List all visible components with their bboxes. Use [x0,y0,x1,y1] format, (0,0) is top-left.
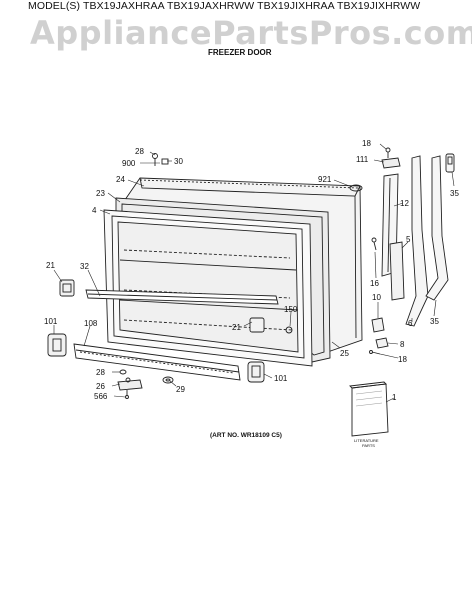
shelf-end-cap-left [59,279,75,297]
hinge-cap [381,157,401,169]
callout-25: 25 [340,349,349,358]
plug-top [161,158,169,165]
callout-35-lower: 35 [430,317,439,326]
literature-parts [349,381,389,437]
lower-shelf-bar [73,343,241,381]
literature-label-line2: PARTS [362,443,375,448]
callout-23: 23 [96,189,105,198]
screw-hinge [385,147,391,158]
handle-bracket-5 [389,241,405,301]
literature-label-line1: LITERATURE [354,438,379,443]
callout-566: 566 [94,392,108,401]
screw-18-lower [369,350,381,355]
bracket-10 [371,317,385,333]
header: AppliancePartsPros.com MODEL(S) TBX19JAX… [0,0,472,52]
cap-35-top [445,153,455,173]
callout-101: 101 [44,317,58,326]
shelf-end-cap-lower-left [47,333,67,357]
callout-18-lower: 18 [398,355,407,364]
leader-lines [53,143,455,403]
grommet-29 [162,376,174,384]
callout-5: 5 [406,235,411,244]
clip-28-lower [119,369,127,375]
callout-12: 12 [400,199,409,208]
handle-35 [425,155,449,301]
callout-6: 6 [408,319,413,328]
callout-16: 16 [370,279,379,288]
door-inner-liner [103,209,313,367]
callout-21-right: 21 [232,323,241,332]
callout-28: 28 [135,147,144,156]
callout-101-right: 101 [274,374,288,383]
callout-8: 8 [400,340,405,349]
shelf-end-cap-lower-right [247,361,265,383]
callout-900: 900 [122,159,136,168]
shelf-clip-right [249,317,265,333]
section-title: FREEZER DOOR [208,48,272,57]
callout-18: 18 [362,139,371,148]
plate-26 [117,377,143,399]
callout-150: 150 [284,305,298,314]
screw-16 [371,237,377,251]
callout-21: 21 [46,261,55,270]
callout-30: 30 [174,157,183,166]
plug-921 [349,184,363,192]
callout-26: 26 [96,382,105,391]
screw-top [152,153,158,166]
callout-108: 108 [84,319,98,328]
model-numbers: MODEL(S) TBX19JAXHRAA TBX19JAXHRWW TBX19… [28,0,421,12]
callout-1: 1 [392,393,397,402]
callout-24: 24 [116,175,125,184]
callout-921: 921 [318,175,332,184]
callout-28-lower: 28 [96,368,105,377]
callout-labels: 28 30 900 24 23 4 32 21 101 108 28 26 56… [44,139,459,448]
callout-10: 10 [372,293,381,302]
art-number: (ART NO. WR18109 C5) [210,432,282,439]
callout-29: 29 [176,385,185,394]
handle-6 [405,155,429,327]
bracket-8 [375,337,389,349]
bracket-150 [285,326,293,334]
callout-111: 111 [356,155,369,164]
upper-shelf-bar [85,289,279,305]
callout-32: 32 [80,262,89,271]
callout-35: 35 [450,189,459,198]
watermark: AppliancePartsPros.com [30,14,472,52]
callout-4: 4 [92,206,97,215]
